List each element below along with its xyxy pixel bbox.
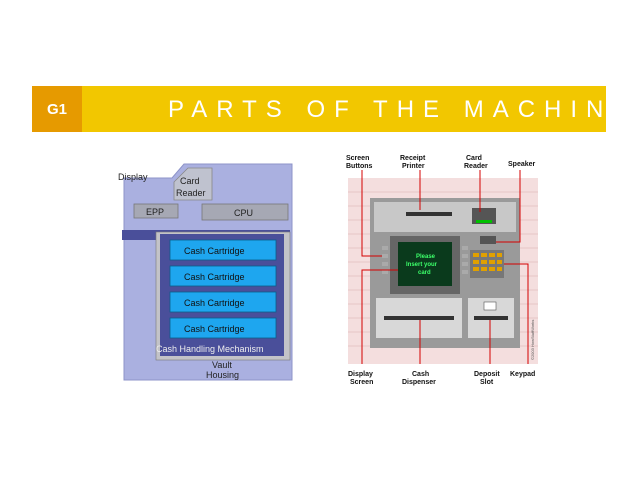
cartridge-1: Cash Cartridge (169, 239, 277, 261)
epp-box (133, 203, 179, 219)
keypad-keys (473, 253, 502, 271)
deposit-envelope-icon (483, 301, 497, 311)
deposit-slot-label-2: Slot (480, 379, 494, 386)
cpu-label: CPU (234, 208, 253, 218)
receipt-slot (406, 212, 452, 216)
speaker-grille (480, 236, 496, 244)
cartridge-label: Cash Cartridge (184, 246, 245, 256)
section-badge: G1 (32, 86, 82, 132)
screen-text-2: Insert your (406, 262, 438, 268)
card-reader-label-1: Card (180, 176, 200, 186)
mechanism-label: Cash Handling Mechanism (156, 344, 264, 354)
receipt-printer-label-1: Receipt (400, 155, 426, 162)
cash-dispenser-label-2: Dispenser (402, 379, 436, 386)
housing-label: Housing (206, 370, 239, 380)
cartridge-4: Cash Cartridge (169, 317, 277, 339)
atm-illustration: Screen Buttons Receipt Printer Card Read… (346, 155, 538, 386)
cartridge-2: Cash Cartridge (169, 265, 277, 287)
atm-block-diagram: Display Card Reader EPP CPU Cash Cartrid… (118, 163, 293, 381)
cash-dispenser-label-1: Cash (412, 371, 429, 378)
card-slot-light (476, 220, 492, 223)
cpu-box (201, 203, 289, 221)
card-reader-label-2: Reader (464, 163, 488, 170)
display-screen (398, 242, 452, 286)
slide-title: PARTS OF THE MACHINE (168, 96, 638, 123)
display-screen-label-2: Screen (350, 379, 373, 386)
screen-text-1: Please (416, 254, 436, 260)
keypad-label: Keypad (510, 371, 535, 378)
deposit-slot (474, 316, 508, 320)
deposit-slot-label-1: Deposit (474, 371, 500, 378)
display-screen-label-1: Display (348, 371, 373, 378)
speaker-label: Speaker (508, 161, 536, 168)
cartridge-label: Cash Cartridge (184, 324, 245, 334)
card-reader-box (173, 167, 213, 201)
cartridge-3: Cash Cartridge (169, 291, 277, 313)
cash-dispenser-slot (384, 316, 454, 320)
cartridge-label: Cash Cartridge (184, 272, 245, 282)
display-label: Display (118, 172, 148, 182)
title-banner (32, 86, 606, 132)
copyright-text: ©2003 HowStuffWorks (530, 320, 535, 360)
vault-label: Vault (212, 360, 232, 370)
screen-text-3: card (418, 270, 431, 276)
screen-buttons (382, 246, 468, 274)
card-reader-label-1: Card (466, 155, 482, 162)
card-reader-label-2: Reader (176, 188, 206, 198)
screen-buttons-label-2: Buttons (346, 163, 373, 170)
screen-buttons-label-1: Screen (346, 155, 369, 162)
epp-label: EPP (146, 207, 164, 217)
receipt-printer-label-2: Printer (402, 163, 425, 170)
cartridge-label: Cash Cartridge (184, 298, 245, 308)
